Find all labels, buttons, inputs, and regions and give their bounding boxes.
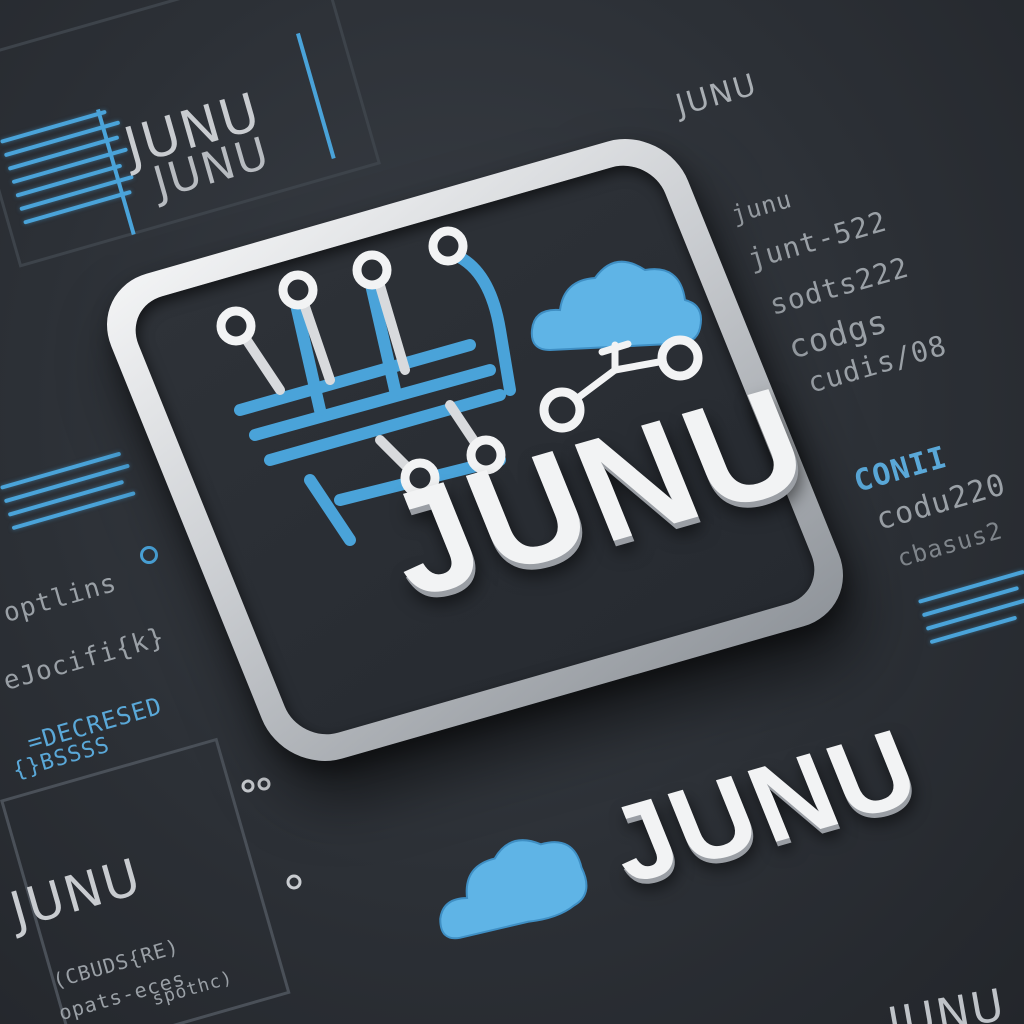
bg-bars-right [918,569,1024,654]
cloud-network-icon [530,260,703,433]
circuit-icon [216,226,516,546]
link-dot-icon-1 [241,777,271,793]
bg-bars-left [0,450,140,540]
bg-label-top-right: JUNU [672,67,762,124]
bottom-wordmark: JUNU [590,706,937,907]
code-line-left-2: eJocifi{k} [0,622,169,697]
cloud-icon [439,839,588,940]
code-line-right-1: junu [728,184,796,229]
link-dot-icon-2 [286,874,302,890]
code-line-left-1: optlins [0,567,121,629]
bg-label-bottom-right: JUNU [884,979,1010,1024]
bg-dot-left [140,546,158,564]
